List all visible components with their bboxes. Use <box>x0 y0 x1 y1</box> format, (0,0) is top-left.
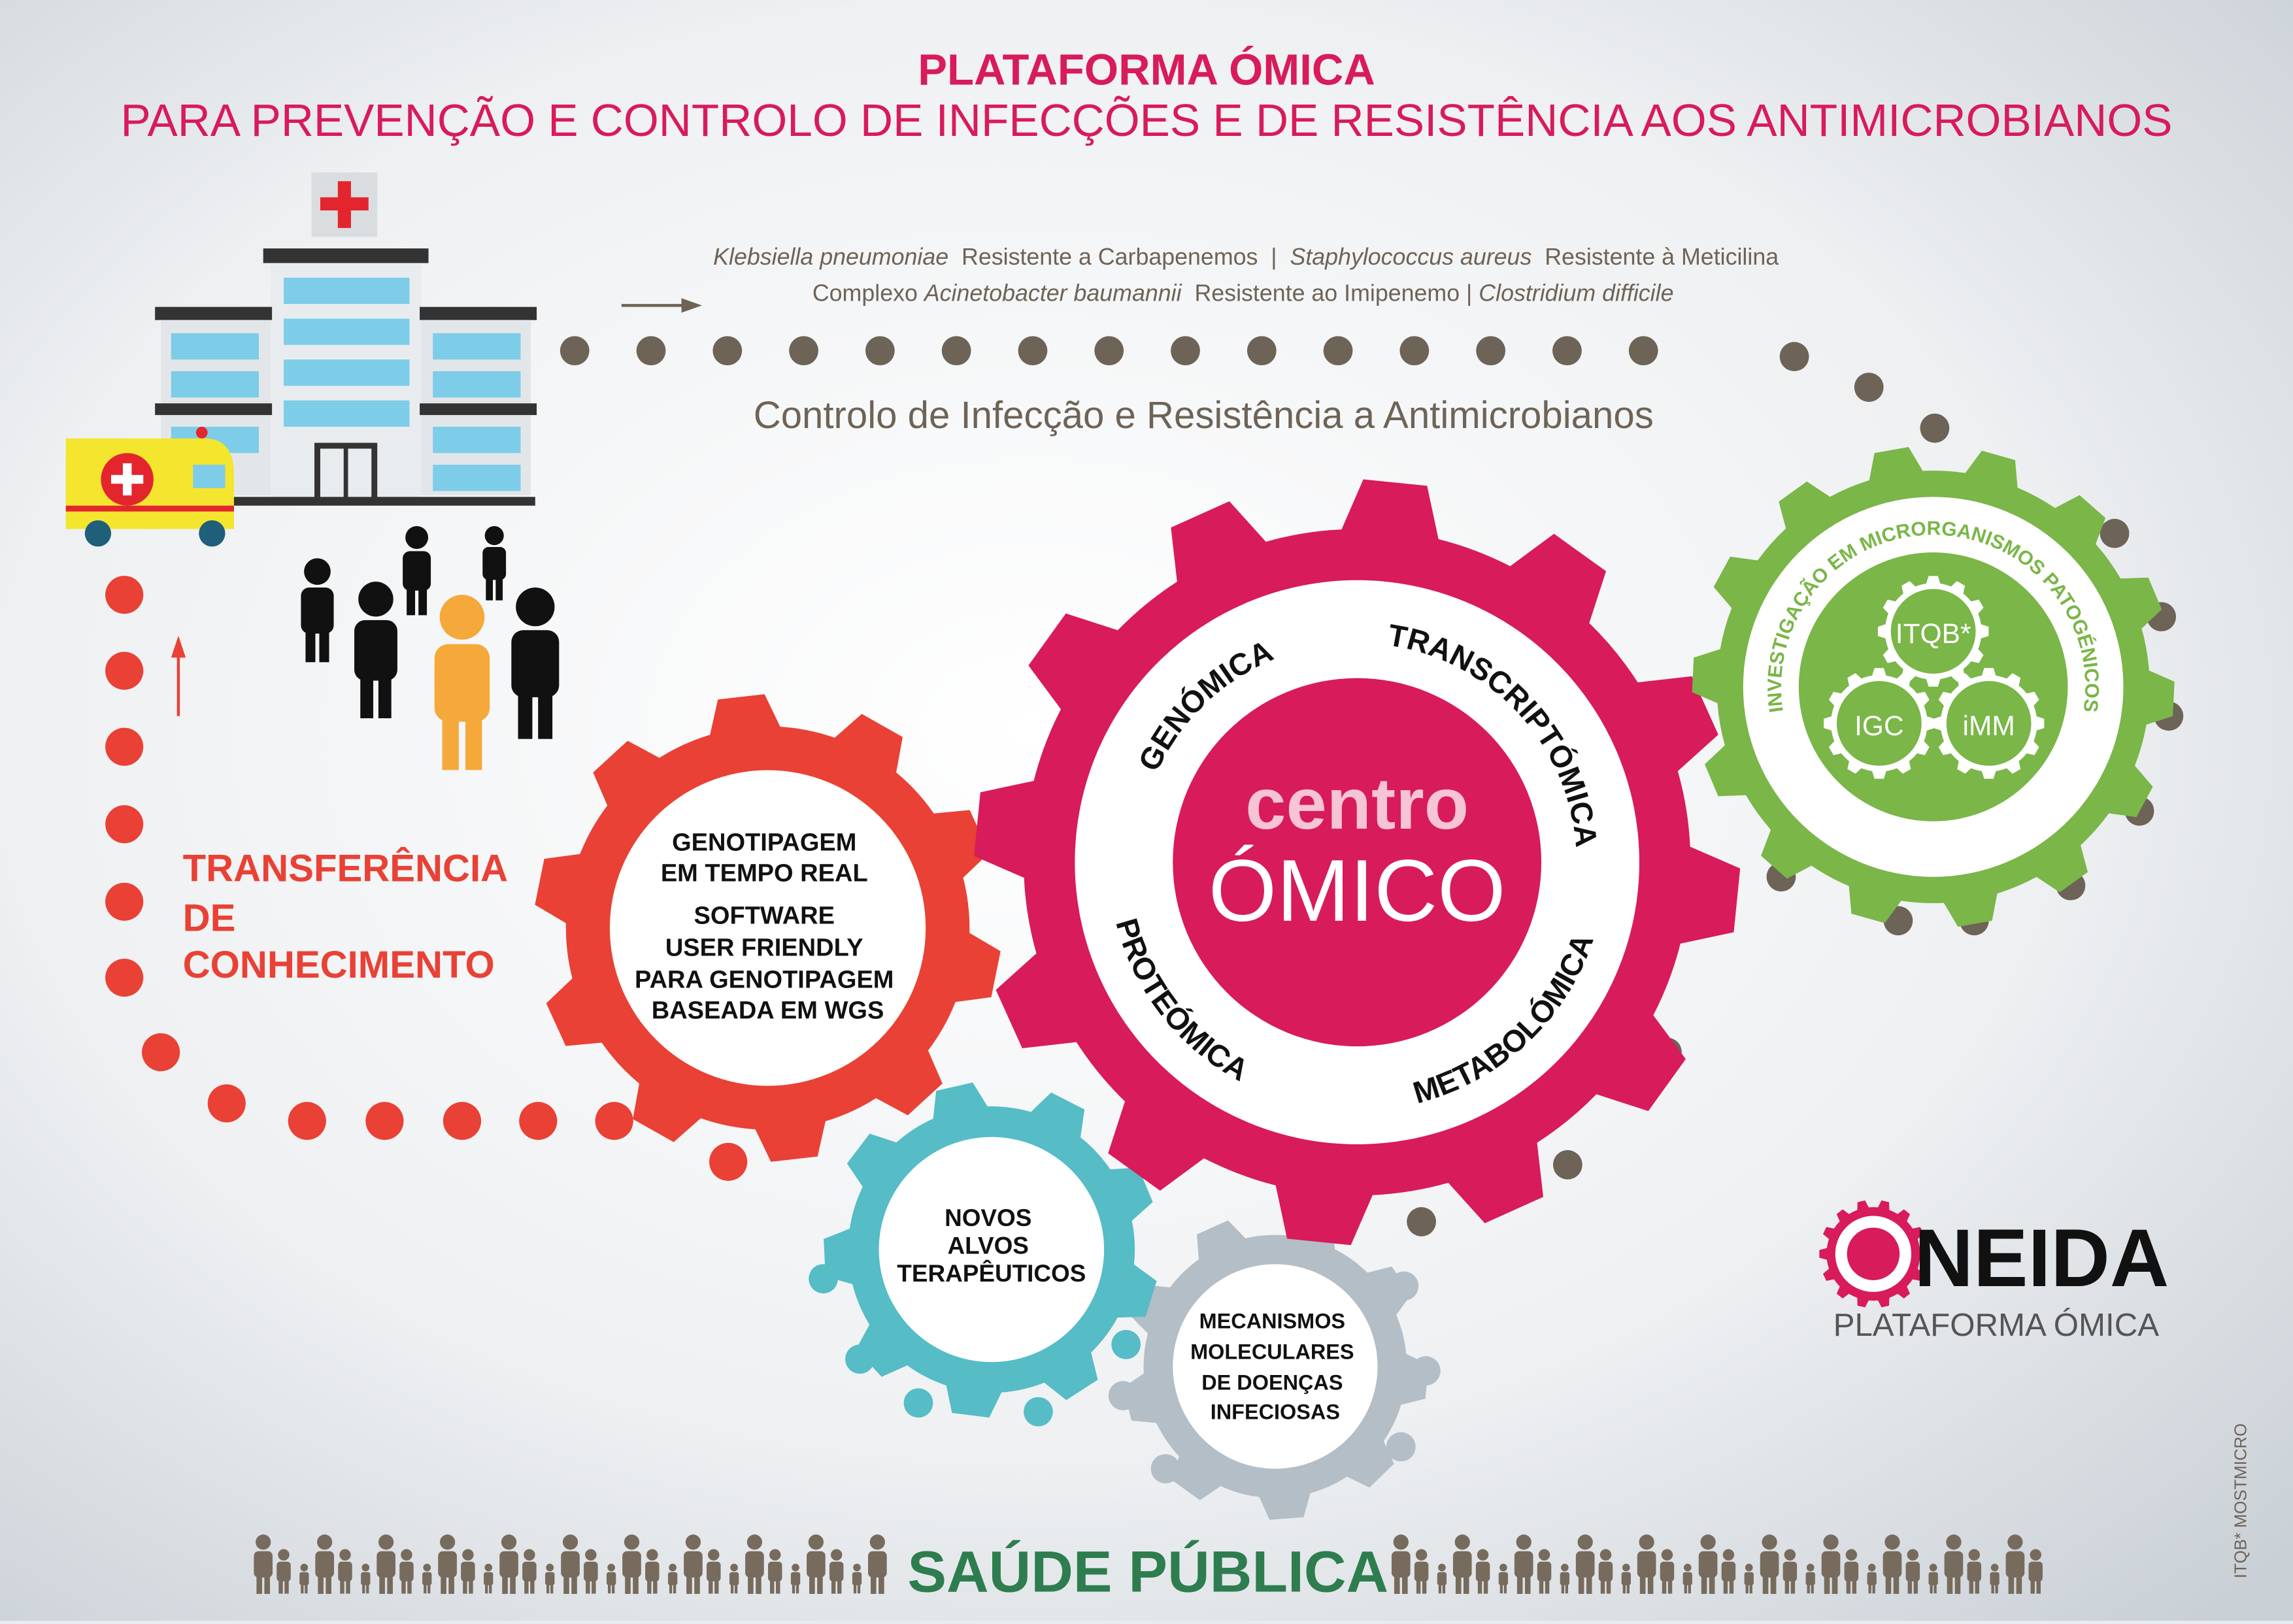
pathogen-clostridium: Clostridium difficile <box>1479 280 1673 307</box>
arrow-up-icon <box>171 635 186 716</box>
trail-dot <box>105 882 144 921</box>
trail-dot <box>595 1102 633 1140</box>
omico-label: ÓMICO <box>1209 842 1506 940</box>
trail-dot <box>1407 1207 1436 1236</box>
trail-dot <box>1779 342 1809 372</box>
pathogens-line2: Complexo Acinetobacter baumannii Resiste… <box>812 280 1674 307</box>
trail-dot <box>365 1102 404 1140</box>
trail-dot <box>1094 336 1124 366</box>
centro-label: centro <box>1245 763 1469 844</box>
trail-dot <box>1399 336 1430 366</box>
grey-gear: MECANISMOS MOLECULARES DE DOENÇAS INFECI… <box>1123 1215 1429 1520</box>
hospital-icon <box>146 172 537 506</box>
public-health-label: SAÚDE PÚBLICA <box>907 1538 1388 1604</box>
logo-subtitle: PLATAFORMA ÓMICA <box>1833 1307 2160 1343</box>
omics-center-gear: centro ÓMICO GENÓMICA TRANSCRIPTÓMICA ME… <box>974 479 1741 1246</box>
trail-dot <box>105 805 144 844</box>
research-gear: INVESTIGAÇÃO EM MICRORGANISMOS PATOGÉNIC… <box>1692 447 2175 927</box>
trail-dot <box>865 336 895 366</box>
trail-dot <box>1018 336 1048 366</box>
knowledge-transfer-label: TRANSFERÊNCIA DE CONHECIMENTO <box>183 847 519 986</box>
trail-dot <box>1247 336 1277 366</box>
trail-dot <box>1552 1150 1582 1180</box>
trail-dot <box>105 652 144 690</box>
resistance-imipenem: Resistente ao Imipenemo | <box>1182 280 1479 307</box>
brown-dot-trail <box>560 336 2184 1236</box>
institute-imm: iMM <box>1963 711 2015 742</box>
trail-dot <box>105 958 144 997</box>
teal-gear-text: NOVOS ALVOS TERAPÊUTICOS <box>897 1204 1086 1287</box>
trail-dot <box>1628 336 1658 366</box>
title-line2: PARA PREVENÇÃO E CONTROLO DE INFECÇÕES E… <box>120 95 2172 146</box>
institute-itqb: ITQB* <box>1896 619 1971 650</box>
trail-dot <box>519 1102 558 1140</box>
credit-label: ITQB* MOSTMICRO <box>2232 1423 2250 1578</box>
pathogen-acinetobacter: Acinetobacter baumannii <box>923 280 1182 307</box>
trail-dot <box>443 1102 482 1140</box>
trail-dot <box>1552 336 1582 366</box>
ambulance-icon <box>65 426 234 547</box>
trail-dot <box>1150 1454 1180 1483</box>
trail-dot <box>903 1388 933 1418</box>
trail-dot <box>1323 336 1353 366</box>
trail-dot <box>1171 336 1200 366</box>
grey-gear-text: MECANISMOS MOLECULARES DE DOENÇAS INFECI… <box>1190 1310 1360 1424</box>
pathogen-staphylococcus: Staphylococcus aureus <box>1290 244 1531 270</box>
trail-dot <box>288 1102 326 1140</box>
infection-control-label: Controlo de Infecção e Resistência a Ant… <box>754 394 1654 437</box>
trail-dot <box>105 576 144 614</box>
trail-dot <box>636 336 666 366</box>
complex-label: Complexo <box>812 280 924 307</box>
pathogen-klebsiella: Klebsiella pneumoniae <box>713 244 948 270</box>
teal-gear: NOVOS ALVOS TERAPÊUTICOS <box>824 1082 1157 1418</box>
trail-dot <box>105 727 144 766</box>
trail-dot <box>1386 1432 1416 1462</box>
red-gear-text: GENOTIPAGEM EM TEMPO REAL SOFTWARE USER … <box>635 829 901 1025</box>
people-group-icon <box>301 526 560 771</box>
trail-dot <box>560 336 590 366</box>
institute-igc: IGC <box>1854 711 1904 742</box>
trail-dot <box>142 1033 180 1072</box>
title-line1: PLATAFORMA ÓMICA <box>918 46 1375 95</box>
resistance-carbapenem: Resistente a Carbapenemos | <box>948 244 1290 270</box>
trail-dot <box>2100 518 2130 548</box>
trail-dot <box>941 336 971 366</box>
trail-dot <box>1111 1329 1141 1359</box>
trail-dot <box>709 1142 748 1181</box>
trail-dot <box>712 336 743 366</box>
arrow-right-icon <box>621 298 702 313</box>
logo-name: NEIDA <box>1915 1212 2169 1304</box>
public-silhouettes <box>254 1534 2043 1594</box>
trail-dot <box>789 336 818 366</box>
resistance-methicillin: Resistente à Meticilina <box>1531 244 1779 270</box>
oneida-logo: NEIDA PLATAFORMA ÓMICA <box>1819 1200 2169 1343</box>
pathogens-line1: Klebsiella pneumoniae Resistente a Carba… <box>713 244 1779 270</box>
trail-dot <box>207 1084 246 1123</box>
trail-dot <box>1024 1397 1053 1427</box>
trail-dot <box>1920 413 1950 443</box>
red-gear: GENOTIPAGEM EM TEMPO REAL SOFTWARE USER … <box>535 694 1001 1162</box>
trail-dot <box>1854 373 1884 402</box>
trail-dot <box>1476 336 1506 366</box>
